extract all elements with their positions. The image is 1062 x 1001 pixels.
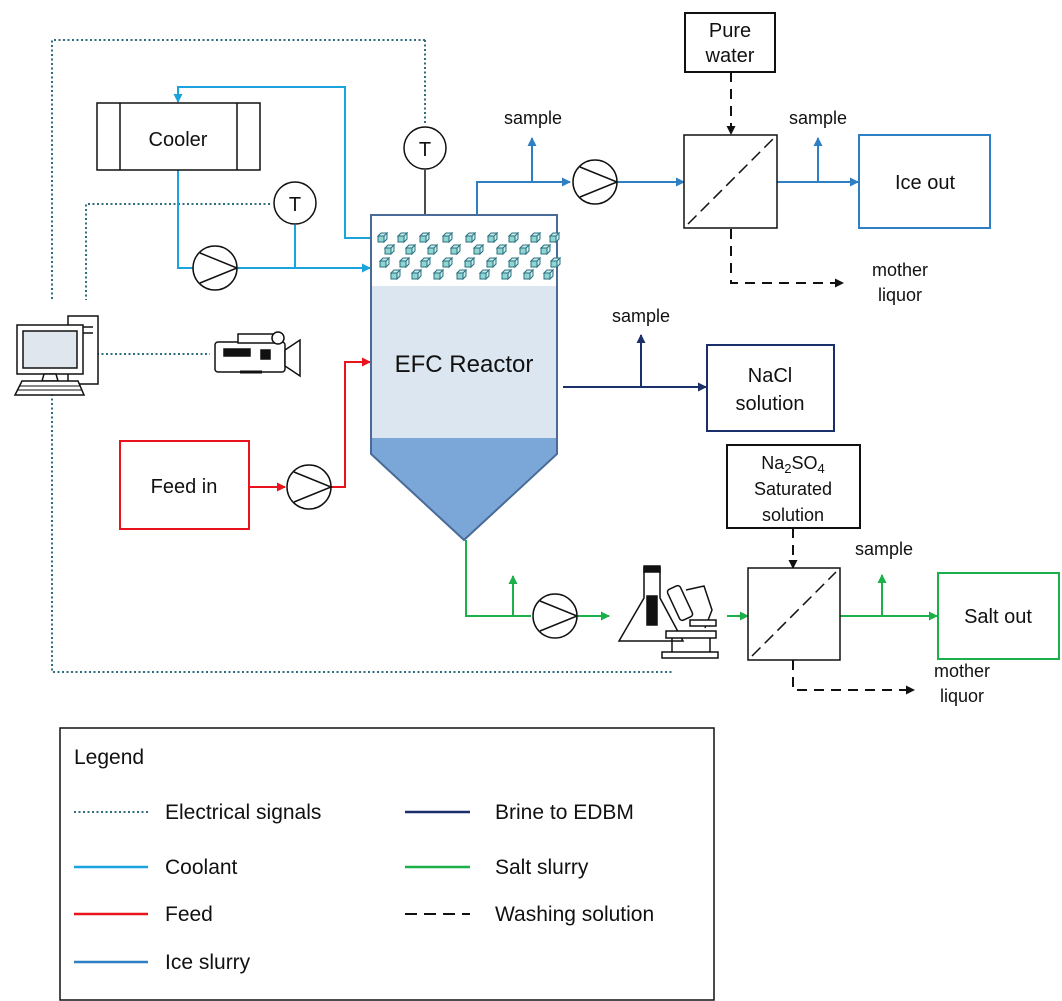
- ice-crystal: [398, 256, 411, 269]
- brine-line: [563, 334, 707, 392]
- ice-crystal: [463, 256, 476, 269]
- ice-crystal: [486, 231, 499, 244]
- ice-crystal: [378, 256, 391, 269]
- ice-crystal: [441, 231, 454, 244]
- filter-icon: [747, 567, 841, 661]
- efc-reactor: EFC Reactor: [370, 214, 562, 542]
- ice-crystal: [404, 243, 417, 256]
- washing-solution-lines: [726, 72, 915, 695]
- ice-crystal: [495, 243, 508, 256]
- ice-crystal: [419, 256, 432, 269]
- mother-liquor-label-4: liquor: [940, 686, 984, 706]
- coolant-loop: [173, 86, 371, 273]
- ice-crystal: [507, 231, 520, 244]
- ice-crystal: [389, 268, 402, 281]
- temperature-sensor-label: T: [289, 194, 301, 216]
- ice-crystal: [548, 231, 561, 244]
- pump-icon: [286, 464, 333, 510]
- mother-liquor-label-2: liquor: [878, 285, 922, 305]
- ice-crystal: [418, 231, 431, 244]
- ice-crystal: [507, 256, 520, 269]
- salt-out-box: Salt out: [937, 572, 1060, 660]
- ice-crystal: [410, 268, 423, 281]
- feed-in-box: Feed in: [119, 440, 250, 530]
- ice-slurry-line: [476, 137, 859, 214]
- ice-crystal: [426, 243, 439, 256]
- electrical-signal-lines: [51, 39, 672, 673]
- ice-crystal: [549, 256, 562, 269]
- sample-label-brine: sample: [612, 306, 670, 326]
- legend-title: Legend: [74, 746, 144, 769]
- mother-liquor-label-1: mother: [872, 260, 928, 280]
- ice-crystal: [396, 231, 409, 244]
- ice-crystal: [500, 268, 513, 281]
- ice-crystal: [518, 243, 531, 256]
- ice-crystal: [529, 231, 542, 244]
- legend-label: Brine to EDBM: [495, 801, 634, 824]
- ice-out-box: Ice out: [858, 134, 991, 229]
- na2so4-box: Na2SO4 Saturated solution: [726, 444, 861, 529]
- legend-label: Washing solution: [495, 903, 654, 926]
- pure-water-label-1: Pure: [709, 20, 751, 42]
- nacl-label-2: solution: [736, 393, 805, 415]
- salt-out-label: Salt out: [964, 606, 1032, 628]
- ice-crystal: [383, 243, 396, 256]
- salt-slurry-line: [465, 540, 938, 621]
- ice-crystal: [485, 256, 498, 269]
- reactor-label: EFC Reactor: [395, 351, 534, 378]
- ice-crystal: [522, 268, 535, 281]
- pure-water-label-2: water: [705, 45, 755, 67]
- nacl-solution-box: NaCl solution: [706, 344, 835, 432]
- legend: Legend Electrical signals Coolant Feed I…: [59, 727, 715, 1001]
- sample-label-salt: sample: [855, 539, 913, 559]
- ice-crystal: [455, 268, 468, 281]
- pump-icon: [572, 159, 619, 205]
- ice-crystal: [472, 243, 485, 256]
- ice-crystal: [432, 268, 445, 281]
- ice-crystal: [464, 231, 477, 244]
- ice-crystal: [478, 268, 491, 281]
- na2so4-formula: Na2SO4: [761, 453, 825, 476]
- na2so4-label-2: Saturated: [754, 479, 832, 499]
- temperature-sensor-coolant: T: [273, 181, 317, 225]
- sample-label-ice-out: sample: [789, 108, 847, 128]
- ice-crystal: [449, 243, 462, 256]
- pump-icon: [192, 245, 239, 291]
- feed-in-label: Feed in: [151, 476, 218, 498]
- cooler-label: Cooler: [149, 129, 208, 151]
- filter-icon: [683, 134, 778, 229]
- ice-crystal: [529, 256, 542, 269]
- ice-out-label: Ice out: [895, 172, 955, 194]
- temperature-sensor-label: T: [419, 139, 431, 161]
- legend-label: Salt slurry: [495, 856, 589, 879]
- microscope-icon: [617, 565, 719, 659]
- sample-label-ice: sample: [504, 108, 562, 128]
- pump-icon: [532, 593, 579, 639]
- ice-crystal: [376, 231, 389, 244]
- legend-label: Coolant: [165, 856, 238, 879]
- mother-liquor-label-3: mother: [934, 661, 990, 681]
- computer-icon: [13, 315, 99, 396]
- temperature-sensor-reactor: T: [403, 126, 447, 214]
- na2so4-label-3: solution: [762, 505, 824, 525]
- ice-crystal: [539, 243, 552, 256]
- legend-label: Feed: [165, 903, 213, 926]
- pure-water-box: Pure water: [684, 12, 776, 73]
- nacl-label-1: NaCl: [748, 365, 792, 387]
- ice-crystal: [542, 268, 555, 281]
- legend-label: Ice slurry: [165, 951, 251, 974]
- ice-crystal: [441, 256, 454, 269]
- ice-crystals: [376, 231, 562, 281]
- legend-label: Electrical signals: [165, 801, 321, 824]
- cooler: Cooler: [96, 102, 261, 171]
- video-camera-icon: [214, 331, 301, 378]
